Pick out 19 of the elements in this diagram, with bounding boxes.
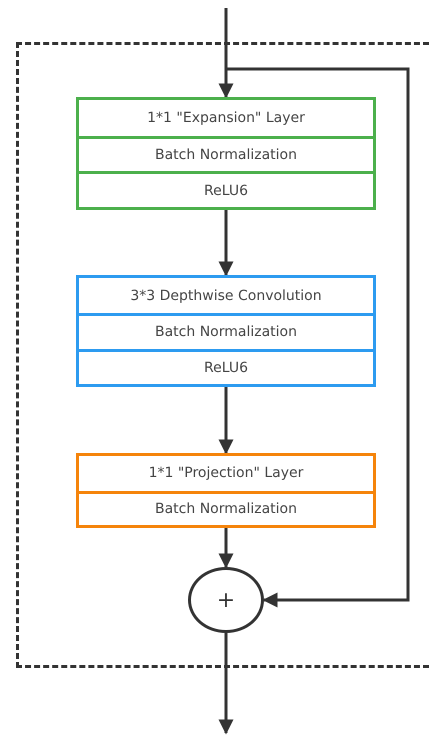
layer-block xyxy=(76,97,376,210)
layer-label: Batch Normalization xyxy=(79,136,373,172)
layer-label: 3*3 Depthwise Convolution xyxy=(129,286,323,306)
layer-label: ReLU6 xyxy=(79,171,373,207)
layer-label: ReLU6 xyxy=(79,348,373,384)
layer-label: Batch Normalization xyxy=(79,313,373,349)
plus-sign: + xyxy=(216,588,236,612)
arrow xyxy=(218,210,234,276)
layer-label: Batch Normalization xyxy=(79,490,373,525)
arrow xyxy=(218,528,234,568)
layer-block xyxy=(76,453,376,528)
layer-label: 1*1 "Expansion" Layer xyxy=(146,108,306,128)
layer-label: 1*1 "Projection" Layer xyxy=(148,464,304,484)
arrow xyxy=(218,8,234,98)
arrow xyxy=(218,633,234,734)
arrow xyxy=(226,68,410,608)
layer-block xyxy=(76,275,376,387)
dashed-frame xyxy=(16,42,429,668)
arrow xyxy=(218,387,234,454)
